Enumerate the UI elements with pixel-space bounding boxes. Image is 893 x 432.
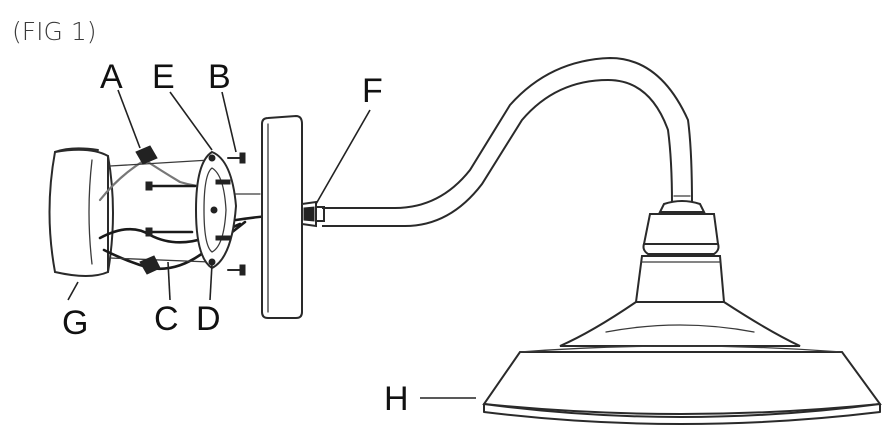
- wall-backplate: [261, 114, 303, 319]
- label-f: F: [362, 72, 383, 110]
- label-d: D: [196, 300, 221, 338]
- wire-nut-connector: [135, 145, 161, 275]
- bracket-screws: [227, 152, 246, 276]
- label-a: A: [100, 58, 123, 96]
- arm-coupling-nut: [301, 200, 325, 228]
- label-g: G: [62, 304, 88, 342]
- label-h: H: [384, 380, 409, 418]
- mounting-bracket: [194, 150, 238, 270]
- label-c: C: [154, 300, 179, 338]
- junction-box: [48, 147, 114, 277]
- figure-title: (FIG 1): [12, 17, 97, 46]
- barn-shade: [482, 200, 882, 425]
- label-e: E: [152, 58, 175, 96]
- mounting-screws: [145, 181, 197, 237]
- gooseneck-arm: [322, 56, 693, 227]
- callout-leaders: [67, 89, 476, 399]
- label-b: B: [208, 58, 231, 96]
